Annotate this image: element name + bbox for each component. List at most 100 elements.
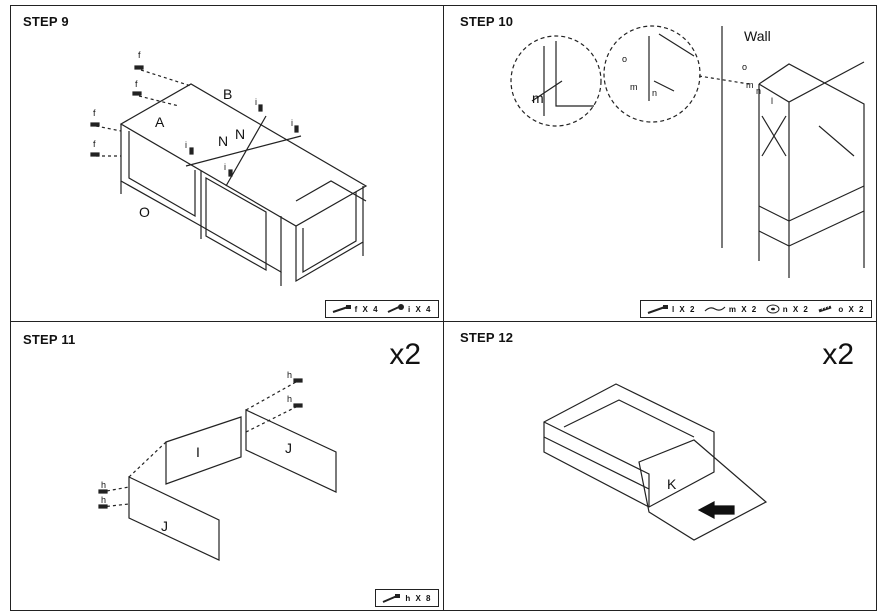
step-12-panel: STEP 12 x2 K bbox=[443, 321, 877, 611]
screw-label-f-2: f bbox=[135, 79, 138, 89]
legend-text: f X 4 bbox=[354, 304, 380, 314]
step-11-panel: STEP 11 x2 I J J h h h h h X 8 bbox=[10, 321, 444, 611]
part-label-J-front: J bbox=[161, 518, 168, 534]
cabinet-brace bbox=[761, 115, 855, 157]
screw-label-i-4: i bbox=[224, 162, 226, 172]
panel-J-back bbox=[245, 409, 337, 493]
frame-right-inner bbox=[302, 192, 357, 274]
washer-n-icon bbox=[766, 304, 780, 314]
step-10-label: STEP 10 bbox=[460, 14, 514, 29]
part-label-O: O bbox=[139, 204, 150, 220]
anchor-o-icon bbox=[818, 304, 832, 313]
panel-I bbox=[165, 416, 242, 485]
legend-text: l X 2 bbox=[671, 304, 696, 314]
screw-label-h-2: h bbox=[287, 394, 293, 404]
part-label-n-1: n bbox=[652, 88, 658, 98]
screw-label-f-1: f bbox=[138, 50, 141, 60]
frame-right-end bbox=[295, 186, 364, 283]
step-11-label: STEP 11 bbox=[23, 332, 76, 347]
legend-item: l X 2 bbox=[647, 304, 696, 314]
legend-item: m X 2 bbox=[704, 304, 758, 314]
legend-text: m X 2 bbox=[728, 304, 758, 314]
part-label-m-2: m bbox=[630, 82, 638, 92]
step-11-multiplier: x2 bbox=[389, 338, 421, 371]
cabinet-outline bbox=[758, 61, 865, 278]
panel-J-front bbox=[128, 476, 220, 561]
frame-left-inner bbox=[128, 131, 196, 218]
step-12-multiplier: x2 bbox=[822, 338, 854, 371]
step-12-label: STEP 12 bbox=[460, 330, 514, 345]
screw-heads-h bbox=[98, 378, 303, 509]
strap-m-icon bbox=[704, 306, 726, 312]
step-10-drawing bbox=[510, 25, 865, 278]
legend-item: h X 8 bbox=[382, 593, 432, 603]
part-label-l: l bbox=[771, 96, 773, 106]
drawer-box bbox=[543, 383, 715, 508]
step-11-legend: h X 8 bbox=[375, 589, 439, 607]
step-9-legend: f X 4 i X 4 bbox=[324, 300, 439, 318]
screw-label-h-4: h bbox=[101, 495, 107, 505]
step-9-drawing bbox=[90, 65, 368, 286]
detail-bracket-1 bbox=[531, 41, 594, 116]
part-label-o-2: o bbox=[742, 62, 748, 72]
screw-label-i-3: i bbox=[185, 140, 187, 150]
screw-f-icon bbox=[332, 305, 351, 313]
detail-circle-2 bbox=[603, 25, 701, 123]
frame-front-bottom bbox=[200, 216, 282, 274]
screw-label-f-3: f bbox=[93, 108, 96, 118]
screws-f bbox=[95, 69, 192, 157]
legend-text: o X 2 bbox=[838, 304, 865, 314]
screw-i-icon bbox=[387, 304, 405, 313]
drawer-inner bbox=[563, 399, 695, 438]
screw-l-icon bbox=[647, 305, 668, 314]
insert-arrow bbox=[697, 501, 735, 519]
legend-text: h X 8 bbox=[405, 593, 432, 603]
shelf-divider bbox=[295, 180, 367, 202]
leader-line bbox=[698, 75, 750, 85]
legend-item: f X 4 bbox=[332, 304, 379, 314]
wall-label: Wall bbox=[744, 28, 771, 44]
legend-item: o X 2 bbox=[817, 304, 865, 314]
legend-item: n X 2 bbox=[766, 304, 810, 314]
screw-label-h-3: h bbox=[101, 480, 107, 490]
part-label-K: K bbox=[667, 476, 677, 492]
screw-label-i-1: i bbox=[255, 97, 257, 107]
legend-text: n X 2 bbox=[782, 304, 810, 314]
part-label-J-back: J bbox=[285, 440, 292, 456]
part-label-I: I bbox=[196, 444, 200, 460]
frame-left-end bbox=[120, 124, 202, 228]
cabinet-shelf bbox=[758, 185, 865, 247]
back-panel bbox=[205, 176, 267, 272]
frame-top bbox=[119, 83, 368, 227]
part-label-A: A bbox=[155, 114, 165, 130]
step-9-label: STEP 9 bbox=[23, 14, 69, 29]
screw-heads-f bbox=[90, 65, 144, 157]
part-label-N-1: N bbox=[218, 133, 229, 149]
step-10-legend: l X 2 m X 2 n X 2 o X 2 bbox=[639, 300, 872, 318]
screw-label-h-1: h bbox=[287, 370, 293, 380]
step-9-panel: STEP 9 A B bbox=[10, 5, 444, 322]
part-label-B: B bbox=[223, 86, 233, 102]
part-label-N-2: N bbox=[235, 126, 246, 142]
screw-h-icon bbox=[382, 594, 401, 603]
part-label-m-3: m bbox=[746, 80, 754, 90]
legend-item: i X 4 bbox=[387, 304, 432, 314]
part-label-n-2: n bbox=[756, 86, 762, 96]
step-11-drawing bbox=[98, 378, 337, 561]
legend-text: i X 4 bbox=[408, 304, 432, 314]
cross-brace bbox=[185, 115, 302, 187]
detail-bracket-2 bbox=[648, 33, 695, 101]
panel-K bbox=[638, 439, 768, 541]
part-label-o-1: o bbox=[622, 54, 628, 64]
detail-circle-1 bbox=[510, 35, 602, 127]
screw-label-f-4: f bbox=[93, 139, 96, 149]
screw-label-i-2: i bbox=[291, 118, 293, 128]
drawer-front bbox=[543, 421, 650, 507]
step-10-panel: STEP 10 Wall m o m n o m n l l X 2 bbox=[443, 5, 877, 322]
legs bbox=[120, 181, 364, 286]
screws-i bbox=[189, 104, 299, 177]
guide-lines bbox=[100, 381, 297, 508]
part-label-m-1: m bbox=[532, 90, 544, 106]
step-12-drawing bbox=[543, 383, 768, 541]
